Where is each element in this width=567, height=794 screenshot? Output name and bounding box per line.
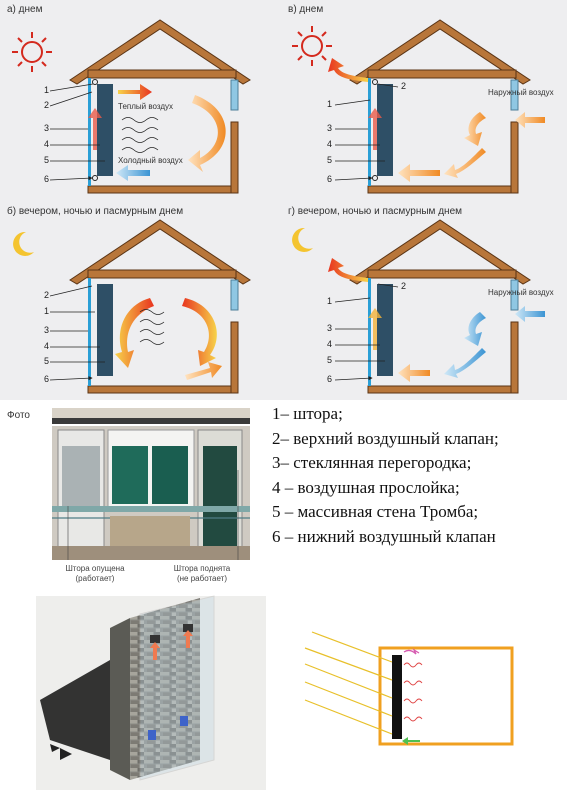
label-c-6: 6 — [44, 374, 50, 384]
photo-caption-left-line2: (работает) — [75, 574, 115, 583]
moon-icon-d — [292, 227, 313, 252]
legend: 1– штора; 2– верхний воздушный клапан; 3… — [272, 402, 562, 549]
warm-air-label: Теплый воздух — [118, 102, 174, 111]
panel-d-caption: г) вечером, ночью и пасмурным днем — [288, 206, 463, 217]
label-b-1: 1 — [327, 99, 333, 109]
render-background — [36, 596, 266, 790]
legend-item-3: 3– стеклянная перегородка; — [272, 453, 472, 472]
legend-item-6: 6 – нижний воздушный клапан — [272, 526, 496, 546]
warm-air-arrow-2 — [183, 630, 193, 648]
sun-icon-b — [292, 26, 332, 66]
sun-rays — [304, 631, 393, 735]
outside-air-label-d: Наружный воздух — [488, 288, 554, 297]
label-d-2: 2 — [401, 281, 407, 291]
label-d-3: 3 — [327, 323, 333, 333]
direction-arrows — [50, 744, 72, 760]
label-d-6: 6 — [327, 374, 333, 384]
glass-pane — [139, 595, 215, 781]
label-a-4: 4 — [44, 139, 50, 149]
cold-air-marker — [148, 730, 156, 740]
label-a-3: 3 — [44, 123, 50, 133]
outside-air-label-b: Наружный воздух — [488, 88, 554, 97]
sun-icon — [12, 32, 52, 72]
panel-b-caption: в) днем — [288, 4, 324, 15]
label-a-2: 2 — [44, 100, 50, 110]
trombe-wall-diagrams — [12, 19, 545, 394]
label-b-5: 5 — [327, 155, 333, 165]
house-b — [328, 19, 545, 194]
label-b-2: 2 — [401, 81, 407, 91]
label-c-3: 3 — [44, 325, 50, 335]
trombe-wall-block — [392, 655, 402, 739]
house-a — [49, 19, 251, 194]
label-c-1: 1 — [44, 306, 50, 316]
wall-side — [110, 618, 130, 780]
upper-flow-arrow — [403, 648, 420, 655]
room-outline — [378, 646, 514, 746]
label-b-3: 3 — [327, 123, 333, 133]
label-a-6: 6 — [44, 174, 50, 184]
photo-caption-right-line2: (не работает) — [176, 574, 228, 583]
wall-shadow — [40, 660, 110, 760]
photo-label: Фото — [7, 410, 30, 421]
photo-caption-right-line1: Штора поднята — [173, 564, 231, 573]
label-a-5: 5 — [44, 155, 50, 165]
cold-air-marker-2 — [180, 716, 188, 726]
photo-caption-left-line1: Штора опущена — [65, 564, 125, 573]
legend-item-4: 4 – воздушная прослойка; — [272, 477, 460, 497]
legend-item-5: 5 – массивная стена Тромба; — [272, 502, 479, 521]
label-b-4: 4 — [327, 139, 333, 149]
panel-c-caption: б) вечером, ночью и пасмурным днем — [7, 206, 184, 217]
house-d — [328, 219, 545, 394]
label-d-1: 1 — [327, 296, 333, 306]
lower-flow-arrow — [402, 737, 420, 745]
moon-icon — [13, 231, 35, 256]
cold-air-label: Холодный воздух — [118, 156, 183, 165]
house-c — [49, 219, 251, 394]
heat-waves — [403, 662, 423, 722]
panel-a-caption: а) днем — [7, 4, 43, 15]
label-a-1: 1 — [44, 85, 50, 95]
label-b-6: 6 — [327, 174, 333, 184]
label-c-2: 2 — [44, 290, 50, 300]
legend-item-2: 2– верхний воздушный клапан; — [272, 428, 499, 448]
legend-item-1: 1– штора; — [272, 404, 343, 423]
label-c-5: 5 — [44, 356, 50, 366]
label-d-5: 5 — [327, 355, 333, 365]
photo-caption-right: Штора поднята (не работает) — [162, 564, 242, 584]
warm-air-arrow — [150, 642, 160, 660]
label-d-4: 4 — [327, 339, 333, 349]
label-c-4: 4 — [44, 341, 50, 351]
photo-caption-left: Штора опущена (работает) — [55, 564, 135, 584]
wall-front — [130, 598, 200, 780]
